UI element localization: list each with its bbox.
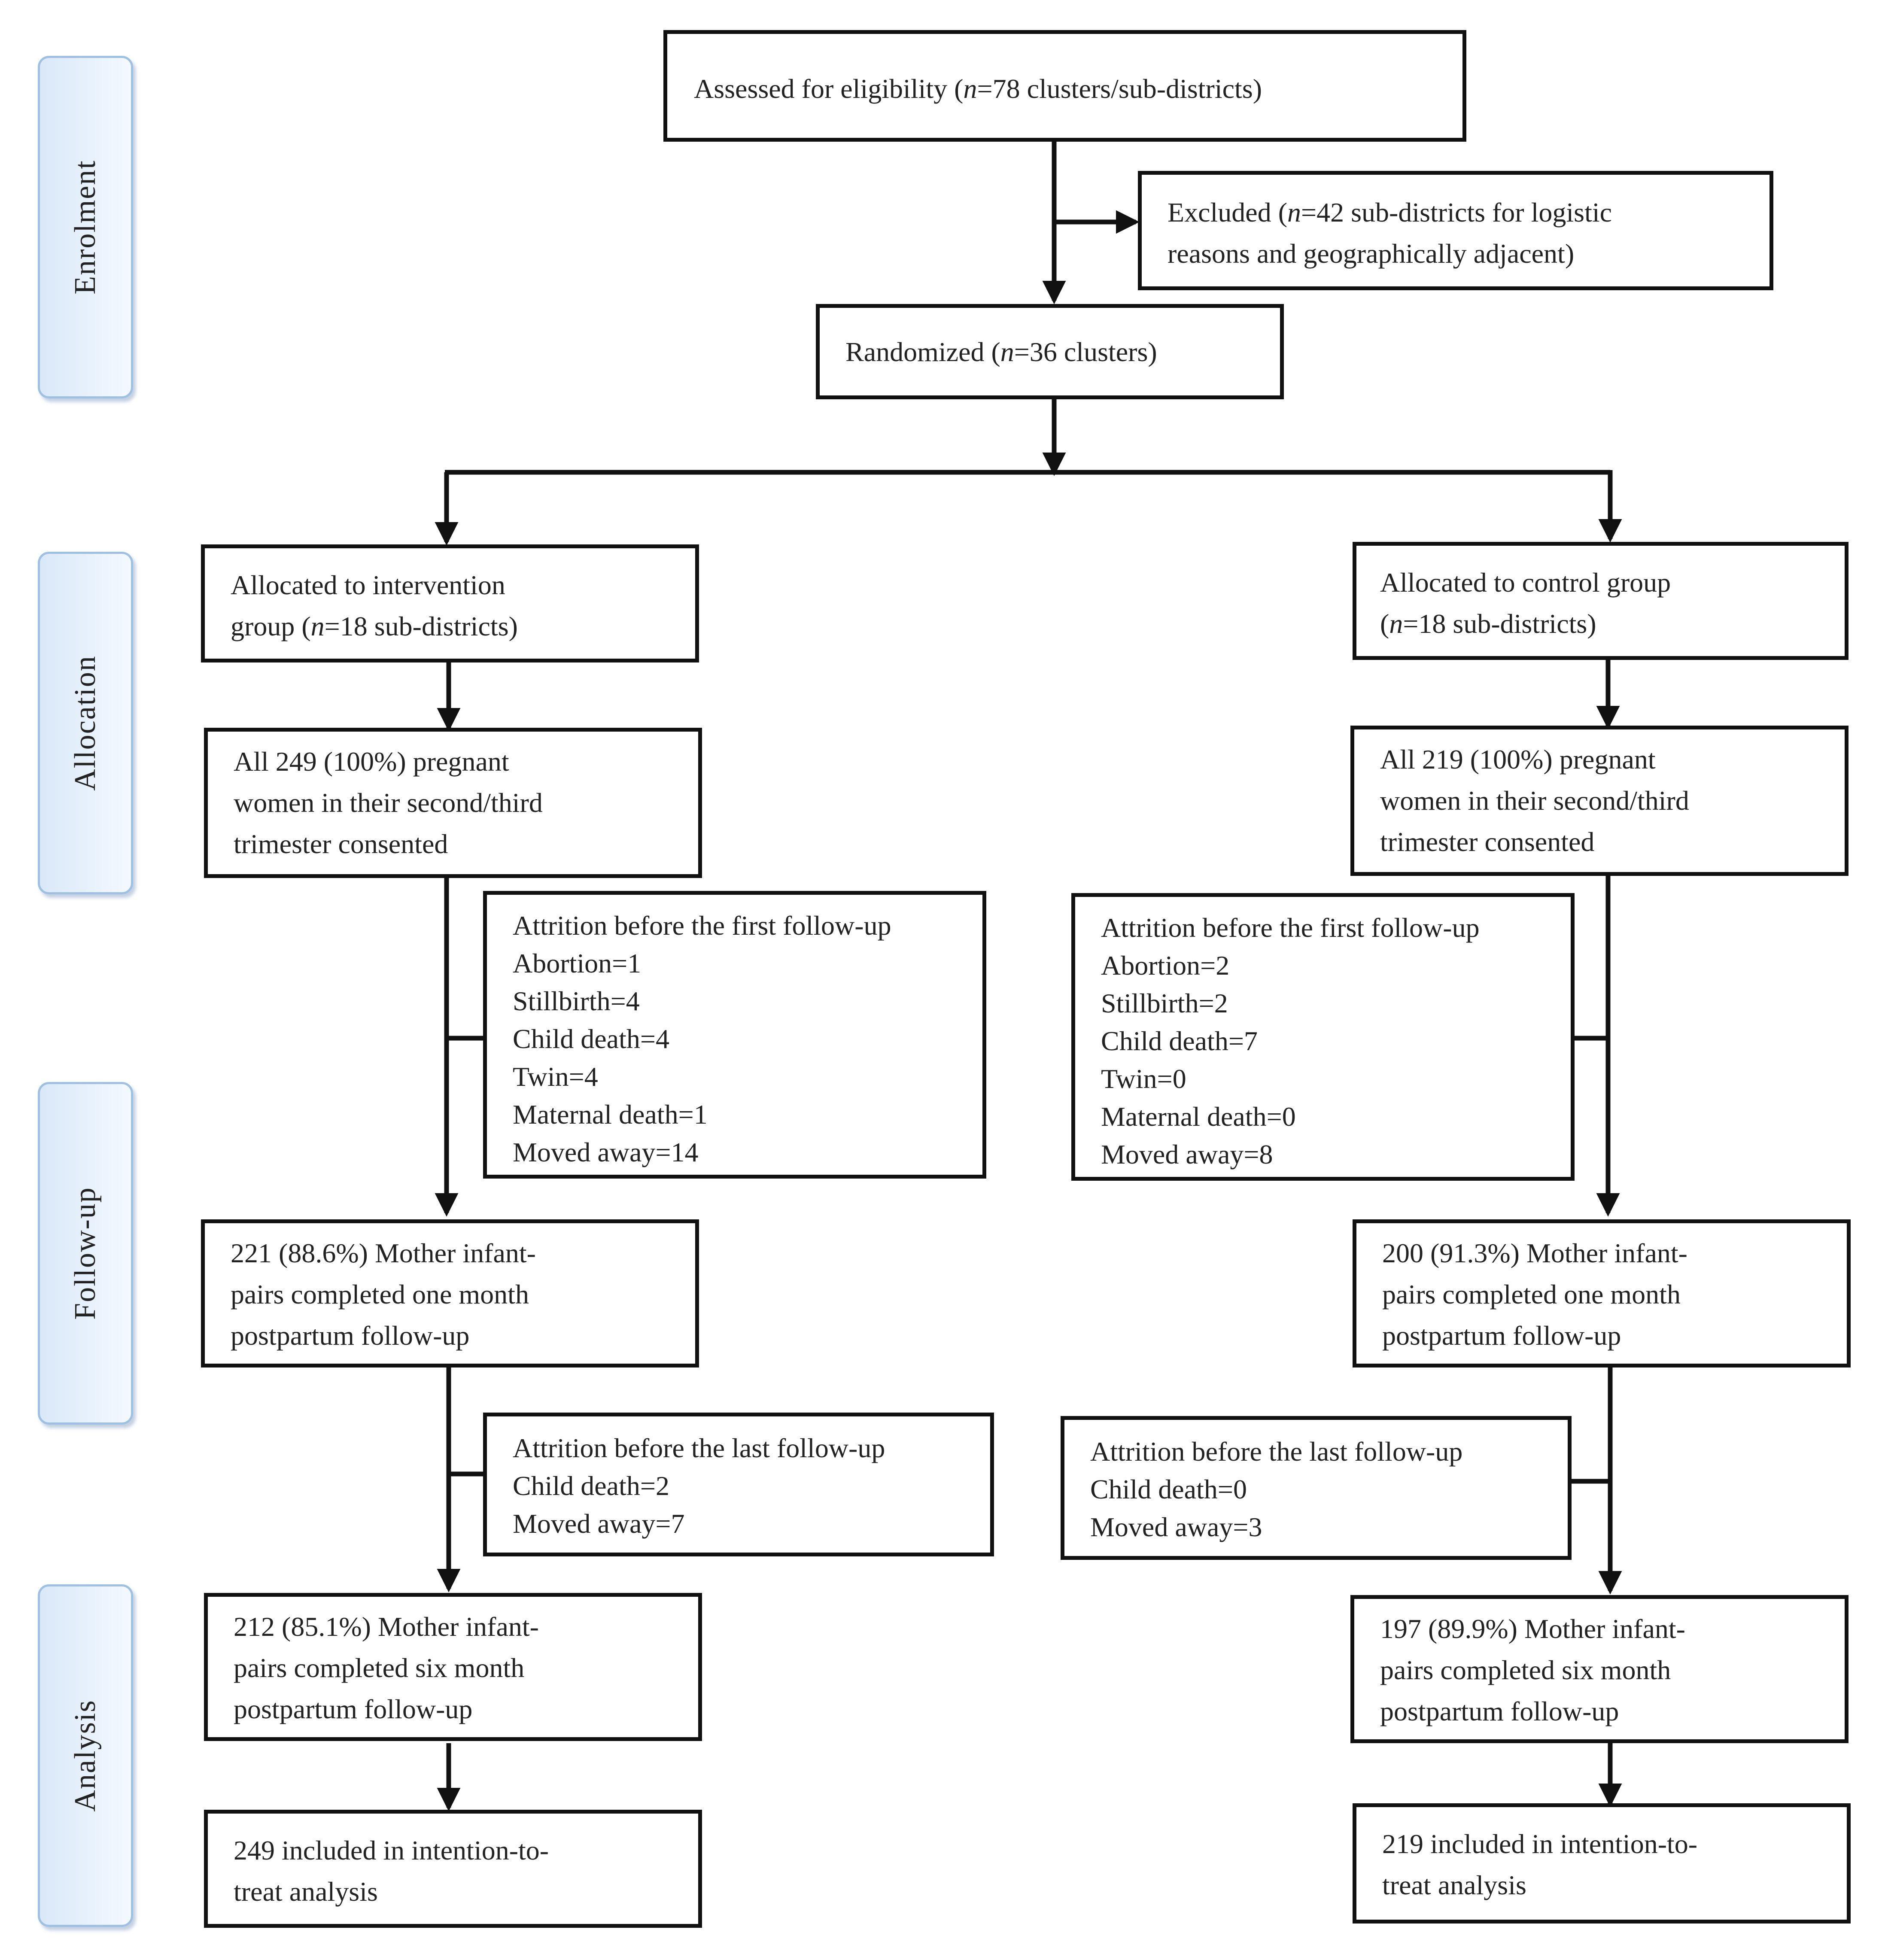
intervention-six-month-line: postpartum follow-up: [234, 1694, 473, 1724]
intervention-one-month-line: 221 (88.6%) Mother infant-: [231, 1238, 536, 1268]
control-one-month-line: pairs completed one month: [1382, 1279, 1681, 1310]
attrition-line: Twin=4: [513, 1061, 598, 1092]
control-consented-line: All 219 (100%) pregnant: [1380, 744, 1656, 775]
control-allocated-line2-post: =18 sub-districts): [1403, 608, 1596, 639]
control-consented-line: women in their second/third: [1380, 785, 1689, 816]
attrition-line: Abortion=1: [513, 948, 642, 978]
assessed-text-pre: Assessed for eligibility (: [694, 73, 964, 104]
control-one-month-line: postpartum follow-up: [1382, 1320, 1621, 1351]
control-allocated-box: Allocated to control group (n=18 sub-dis…: [1353, 542, 1849, 660]
control-six-month-line: 197 (89.9%) Mother infant-: [1380, 1614, 1685, 1644]
attrition-line: Moved away=8: [1101, 1139, 1273, 1170]
attrition-line: Moved away=7: [513, 1508, 685, 1539]
intervention-one-month-line: postpartum follow-up: [231, 1320, 470, 1351]
intervention-consented-line: trimester consented: [234, 829, 448, 859]
randomized-text-post: =36 clusters): [1014, 337, 1157, 367]
intervention-six-month-line: 212 (85.1%) Mother infant-: [234, 1611, 539, 1642]
intervention-allocated-line2-post: =18 sub-districts): [324, 611, 518, 641]
stage-follow-up: Follow-up: [38, 1082, 133, 1425]
attrition-line: Maternal death=0: [1101, 1101, 1296, 1132]
control-itt-line: 219 included in intention-to-: [1382, 1829, 1698, 1859]
intervention-allocated-n: n: [310, 611, 325, 641]
attrition-line: Attrition before the first follow-up: [1101, 912, 1480, 943]
stage-allocation-label: Allocation: [69, 655, 102, 791]
intervention-six-month-line: pairs completed six month: [234, 1653, 525, 1683]
control-itt-line: treat analysis: [1382, 1870, 1526, 1900]
attrition-line: Attrition before the first follow-up: [513, 910, 891, 941]
intervention-allocated-line1: Allocated to intervention: [231, 570, 505, 600]
intervention-one-month-line: pairs completed one month: [231, 1279, 529, 1310]
randomized-box: Randomized (n=36 clusters): [816, 304, 1284, 399]
intervention-consented-line: women in their second/third: [234, 787, 543, 818]
attrition-line: Moved away=14: [513, 1137, 699, 1167]
randomized-n: n: [1000, 337, 1014, 367]
intervention-consented-box: All 249 (100%) pregnant women in their s…: [204, 728, 702, 878]
control-consented-line: trimester consented: [1380, 827, 1595, 857]
control-attrition-last-box: Attrition before the last follow-up Chil…: [1061, 1416, 1572, 1560]
attrition-line: Stillbirth=4: [513, 986, 640, 1016]
intervention-consented-line: All 249 (100%) pregnant: [234, 746, 509, 777]
control-attrition-first-box: Attrition before the first follow-up Abo…: [1071, 893, 1575, 1181]
intervention-one-month-box: 221 (88.6%) Mother infant- pairs complet…: [201, 1219, 699, 1367]
intervention-allocated-line2-pre: group (: [231, 611, 311, 641]
control-itt-box: 219 included in intention-to- treat anal…: [1353, 1803, 1851, 1924]
stage-enrolment: Enrolment: [38, 56, 133, 398]
attrition-line: Maternal death=1: [513, 1099, 708, 1130]
control-one-month-box: 200 (91.3%) Mother infant- pairs complet…: [1353, 1219, 1851, 1367]
assessed-box: Assessed for eligibility (n=78 clusters/…: [663, 30, 1466, 142]
control-six-month-line: postpartum follow-up: [1380, 1696, 1619, 1726]
excluded-line2: reasons and geographically adjacent): [1167, 238, 1575, 269]
assessed-text-post: =78 clusters/sub-districts): [977, 73, 1262, 104]
excluded-n: n: [1287, 197, 1301, 228]
intervention-itt-box: 249 included in intention-to- treat anal…: [204, 1810, 702, 1928]
intervention-attrition-first-box: Attrition before the first follow-up Abo…: [483, 891, 986, 1179]
excluded-line1-post: =42 sub-districts for logistic: [1301, 197, 1612, 228]
attrition-line: Attrition before the last follow-up: [1090, 1436, 1463, 1467]
excluded-box: Excluded (n=42 sub-districts for logisti…: [1138, 171, 1773, 290]
randomized-text-pre: Randomized (: [845, 337, 1000, 367]
control-allocated-line1: Allocated to control group: [1380, 567, 1671, 598]
stage-analysis: Analysis: [38, 1584, 133, 1927]
control-six-month-box: 197 (89.9%) Mother infant- pairs complet…: [1350, 1595, 1849, 1743]
intervention-allocated-box: Allocated to intervention group (n=18 su…: [201, 544, 699, 662]
attrition-line: Attrition before the last follow-up: [513, 1433, 885, 1463]
attrition-line: Child death=2: [513, 1471, 669, 1501]
control-allocated-line2-pre: (: [1380, 608, 1389, 639]
stage-enrolment-label: Enrolment: [69, 160, 102, 295]
control-six-month-line: pairs completed six month: [1380, 1655, 1671, 1685]
control-consented-box: All 219 (100%) pregnant women in their s…: [1350, 726, 1849, 876]
attrition-line: Moved away=3: [1090, 1512, 1262, 1542]
attrition-line: Stillbirth=2: [1101, 988, 1228, 1018]
attrition-line: Child death=0: [1090, 1474, 1247, 1504]
stage-analysis-label: Analysis: [69, 1699, 102, 1812]
intervention-itt-line: 249 included in intention-to-: [234, 1835, 549, 1866]
attrition-line: Child death=7: [1101, 1026, 1258, 1056]
control-one-month-line: 200 (91.3%) Mother infant-: [1382, 1238, 1687, 1268]
intervention-attrition-last-box: Attrition before the last follow-up Chil…: [483, 1413, 994, 1556]
intervention-six-month-box: 212 (85.1%) Mother infant- pairs complet…: [204, 1593, 702, 1741]
excluded-line1-pre: Excluded (: [1167, 197, 1287, 228]
attrition-line: Abortion=2: [1101, 950, 1230, 981]
assessed-n: n: [963, 73, 977, 104]
attrition-line: Child death=4: [513, 1024, 669, 1054]
stage-allocation: Allocation: [38, 552, 133, 894]
stage-follow-up-label: Follow-up: [69, 1187, 102, 1320]
intervention-itt-line: treat analysis: [234, 1876, 378, 1907]
control-allocated-n: n: [1389, 608, 1403, 639]
attrition-line: Twin=0: [1101, 1064, 1186, 1094]
